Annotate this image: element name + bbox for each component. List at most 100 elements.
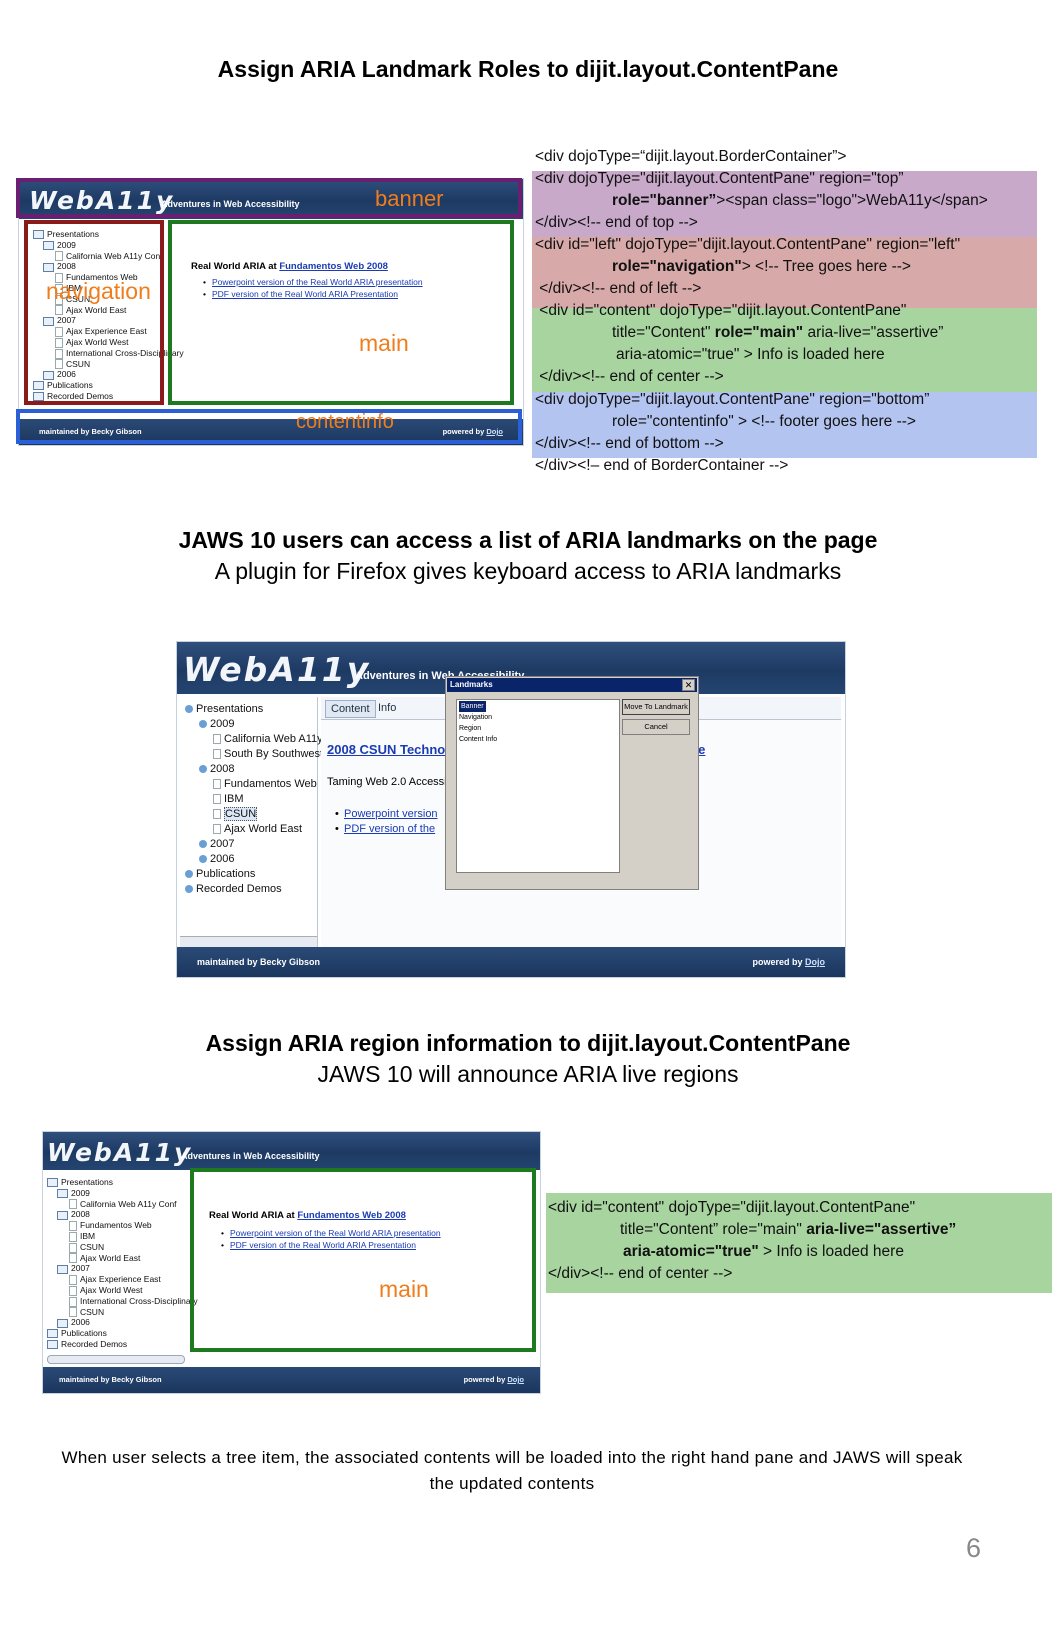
dojo-link[interactable]: Dojo: [507, 1375, 524, 1384]
dojo-link[interactable]: Dojo: [486, 427, 503, 436]
folder-icon: [43, 241, 54, 251]
tree-item[interactable]: International Cross-Disciplinary: [47, 1296, 198, 1307]
tree-item[interactable]: Ajax World West: [47, 1285, 198, 1296]
navigation-region-box: [24, 220, 164, 405]
tree-scrollbar[interactable]: [47, 1355, 185, 1364]
folder-icon: [43, 370, 54, 380]
tree-item[interactable]: 2009: [47, 1188, 198, 1199]
landmark-item-selected[interactable]: Banner: [459, 701, 486, 712]
banner-label: banner: [375, 186, 444, 211]
tree-item[interactable]: Recorded Demos: [47, 1339, 198, 1350]
content-heading-link[interactable]: Fundamentos Web 2008: [297, 1210, 406, 1221]
tree-item[interactable]: Publications: [33, 380, 184, 391]
content-heading-link[interactable]: Fundamentos Web 2008: [279, 261, 388, 272]
landmarks-list[interactable]: Banner Navigation Region Content Info: [456, 699, 620, 873]
tree-item[interactable]: Ajax World West: [33, 337, 184, 348]
cancel-button[interactable]: Cancel: [622, 719, 690, 735]
tree-item[interactable]: CSUN: [33, 359, 184, 370]
tree-item[interactable]: International Cross-Disciplinary: [33, 348, 184, 359]
content-heading: Real World ARIA at Fundamentos Web 2008: [209, 1210, 406, 1221]
landmark-item[interactable]: Content Info: [459, 736, 498, 743]
tree-item[interactable]: Presentations: [47, 1177, 198, 1188]
landmark-item[interactable]: Navigation: [459, 714, 493, 721]
landmark-item[interactable]: Region: [459, 725, 482, 732]
expand-icon: [199, 855, 207, 864]
page-icon: [55, 337, 63, 348]
tree-item[interactable]: California Web A11y Conf: [33, 251, 184, 262]
content-link[interactable]: PDF version of the: [335, 823, 435, 835]
code-band-bottom: [532, 392, 1037, 458]
tree-item[interactable]: Ajax Experience East: [33, 326, 184, 337]
expand-icon: [199, 840, 207, 849]
move-to-landmark-button[interactable]: Move To Landmark: [622, 699, 690, 715]
tree-item[interactable]: 2006: [185, 852, 349, 867]
expand-icon: [199, 765, 207, 774]
content-link[interactable]: Powerpoint version of the Real World ARI…: [221, 1228, 441, 1238]
tree-item-selected[interactable]: CSUN: [185, 807, 349, 822]
tree-item[interactable]: 2008: [33, 261, 184, 272]
tree-item[interactable]: Fundamentos Web: [185, 777, 349, 792]
page-icon: [213, 809, 221, 820]
tree-item[interactable]: CSUN: [47, 1307, 198, 1318]
page-number: 6: [966, 1533, 982, 1563]
tree-item[interactable]: Recorded Demos: [185, 882, 349, 897]
app-tagline: Adventures in Web Accessibility: [181, 1151, 320, 1161]
tree-item[interactable]: Presentations: [185, 702, 349, 717]
folder-icon: [47, 1329, 58, 1339]
tree-scrollbar[interactable]: [180, 936, 317, 947]
code-line: <div dojoType="dijit.layout.ContentPane"…: [535, 391, 930, 408]
code-line: title="Content" role="main" aria-live="a…: [612, 324, 944, 341]
tree-item[interactable]: Presentations: [33, 229, 184, 240]
tab-info[interactable]: Info: [378, 702, 397, 714]
content-link[interactable]: Powerpoint version of the Real World ARI…: [203, 277, 423, 287]
tree-item[interactable]: IBM: [33, 283, 184, 294]
footer-maintainer: maintained by Becky Gibson: [197, 957, 321, 967]
tree-item[interactable]: 2006: [33, 369, 184, 380]
content-link[interactable]: PDF version of the Real World ARIA Prese…: [221, 1240, 416, 1250]
tree-item[interactable]: South By Southwest: [185, 747, 349, 762]
footer-maintainer: maintained by Becky Gibson: [39, 427, 142, 436]
tree-item[interactable]: Ajax World East: [185, 822, 349, 837]
tree-item[interactable]: 2009: [185, 717, 349, 732]
tree-item[interactable]: Fundamentos Web: [47, 1220, 198, 1231]
tree-item[interactable]: IBM: [185, 792, 349, 807]
page-icon: [55, 251, 63, 262]
tree-item[interactable]: Publications: [47, 1328, 198, 1339]
tree-item[interactable]: CSUN: [33, 294, 184, 305]
tree-item[interactable]: Ajax World East: [33, 305, 184, 316]
tree-item[interactable]: CSUN: [47, 1242, 198, 1253]
dojo-link[interactable]: Dojo: [805, 957, 825, 967]
main-region-box: [168, 220, 514, 405]
tree-item[interactable]: Ajax Experience East: [47, 1274, 198, 1285]
weba11y-screenshot-2: WebA11y Adventures in Web Accessibility …: [176, 641, 846, 978]
app-logo: WebA11y: [183, 650, 371, 689]
page-icon: [69, 1296, 77, 1307]
tree-item[interactable]: 2007: [185, 837, 349, 852]
tree-item[interactable]: 2006: [47, 1317, 198, 1328]
tab-content[interactable]: Content: [325, 700, 376, 718]
page-icon: [69, 1307, 77, 1318]
close-icon[interactable]: ✕: [682, 679, 695, 691]
tree-item[interactable]: 2008: [185, 762, 349, 777]
tree-item[interactable]: 2007: [47, 1263, 198, 1274]
tree-item[interactable]: 2008: [47, 1209, 198, 1220]
tree-pane: [180, 697, 318, 947]
tree-item[interactable]: Publications: [185, 867, 349, 882]
tree-item[interactable]: Recorded Demos: [33, 391, 184, 402]
tree-item[interactable]: 2007: [33, 315, 184, 326]
expand-icon: [185, 885, 193, 894]
content-link[interactable]: PDF version of the Real World ARIA Prese…: [203, 289, 398, 299]
tree-item[interactable]: California Web A11y Conf: [47, 1199, 198, 1210]
tree-item[interactable]: California Web A11y Conf: [185, 732, 349, 747]
code-line: </div><!-- end of center -->: [548, 1265, 733, 1282]
content-link[interactable]: Powerpoint version: [335, 808, 438, 820]
tree-item[interactable]: Ajax World East: [47, 1253, 198, 1264]
tree-item[interactable]: Fundamentos Web: [33, 272, 184, 283]
page-icon: [69, 1199, 77, 1210]
tree-item[interactable]: IBM: [47, 1231, 198, 1242]
footer-maintainer: maintained by Becky Gibson: [59, 1375, 162, 1384]
tree-item[interactable]: 2009: [33, 240, 184, 251]
content-heading: Real World ARIA at Fundamentos Web 2008: [191, 261, 388, 272]
content-heading-link[interactable]: 2008 CSUN Techno: [327, 742, 446, 757]
page-icon: [213, 779, 221, 790]
